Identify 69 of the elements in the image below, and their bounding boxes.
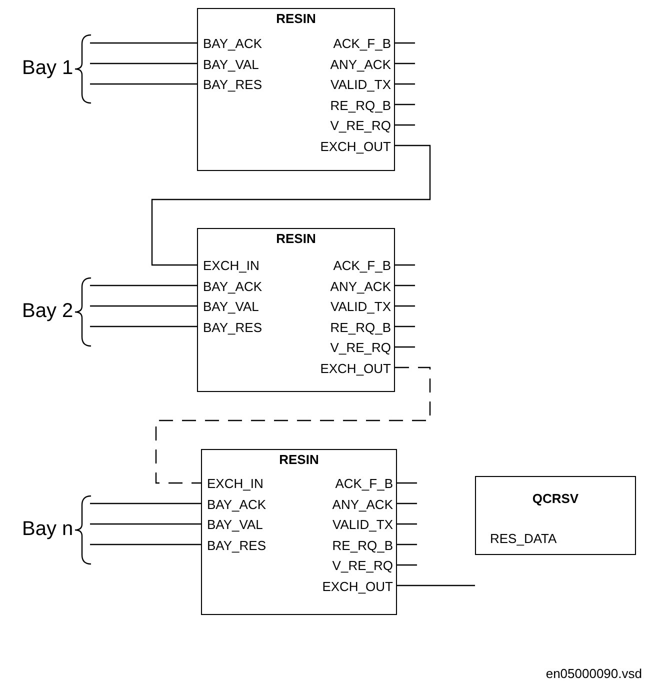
connection-line	[90, 83, 197, 85]
pin-label: ACK_F_B	[333, 258, 391, 273]
block-title: QCRSV	[531, 491, 580, 506]
pin-label: V_RE_RQ	[332, 558, 393, 573]
function-block	[475, 476, 636, 555]
file-name: en05000090.vsd	[546, 666, 642, 681]
pin-label: ANY_ACK	[330, 278, 391, 294]
signal-line	[395, 42, 415, 44]
signal-line	[397, 564, 417, 566]
function-block	[201, 449, 397, 615]
connection-line	[155, 366, 431, 484]
signal-line	[395, 104, 415, 106]
pin-label: EXCH_IN	[207, 476, 264, 491]
pin-label: RES_DATA	[490, 531, 557, 546]
function-block	[197, 228, 395, 392]
signal-line	[395, 326, 415, 328]
bay-label: Bay 1	[22, 57, 74, 79]
signal-line	[395, 62, 415, 64]
connection-line	[90, 284, 197, 286]
connection-line	[90, 523, 201, 525]
pin-label: VALID_TX	[330, 299, 391, 314]
signal-line	[395, 305, 415, 307]
pin-label: ANY_ACK	[332, 496, 393, 512]
pin-label: BAY_ACK	[203, 36, 262, 51]
connection-line	[90, 42, 197, 44]
pin-label: BAY_RES	[207, 538, 266, 552]
pin-label: ACK_F_B	[333, 36, 391, 51]
connection-line	[90, 62, 197, 64]
connection-line	[151, 144, 431, 266]
pin-label: BAY_VAL	[203, 56, 259, 72]
signal-line	[395, 124, 415, 126]
pin-label: BAY_VAL	[203, 299, 259, 314]
pin-label: EXCH_OUT	[320, 360, 391, 376]
pin-label: BAY_RES	[203, 320, 262, 334]
pin-label: EXCH_IN	[203, 258, 260, 273]
pin-label: BAY_ACK	[203, 278, 262, 294]
pin-label: RE_RQ_B	[330, 98, 391, 112]
pin-label: V_RE_RQ	[330, 118, 391, 133]
bay-label: Bay 2	[22, 300, 74, 322]
signal-line	[395, 264, 415, 266]
connection-line	[90, 305, 197, 307]
pin-label: VALID_TX	[332, 517, 393, 532]
pin-label: EXCH_OUT	[320, 138, 391, 154]
pin-label: BAY_VAL	[207, 517, 263, 532]
signal-line	[395, 346, 415, 348]
pin-label: RE_RQ_B	[332, 538, 393, 552]
connection-line	[90, 326, 197, 328]
signal-line	[397, 523, 417, 525]
bay-label: Bay n	[22, 518, 74, 540]
connection-line	[90, 502, 201, 504]
connection-line	[90, 544, 201, 546]
block-title: RESIN	[275, 11, 317, 26]
pin-label: BAY_ACK	[207, 496, 266, 512]
pin-label: V_RE_RQ	[330, 340, 391, 355]
signal-line	[397, 482, 417, 484]
pin-label: ACK_F_B	[335, 476, 393, 491]
pin-label: BAY_RES	[203, 77, 262, 92]
function-block	[197, 8, 395, 171]
pin-label: RE_RQ_B	[330, 320, 391, 334]
pin-label: ANY_ACK	[330, 56, 391, 72]
block-title: RESIN	[278, 452, 320, 467]
signal-line	[397, 544, 417, 546]
pin-label: VALID_TX	[330, 77, 391, 92]
pin-label: EXCH_OUT	[322, 578, 393, 594]
signal-line	[395, 284, 415, 286]
signal-line	[395, 83, 415, 85]
block-title: RESIN	[275, 231, 317, 246]
connection-line	[397, 584, 475, 586]
signal-line	[397, 502, 417, 504]
